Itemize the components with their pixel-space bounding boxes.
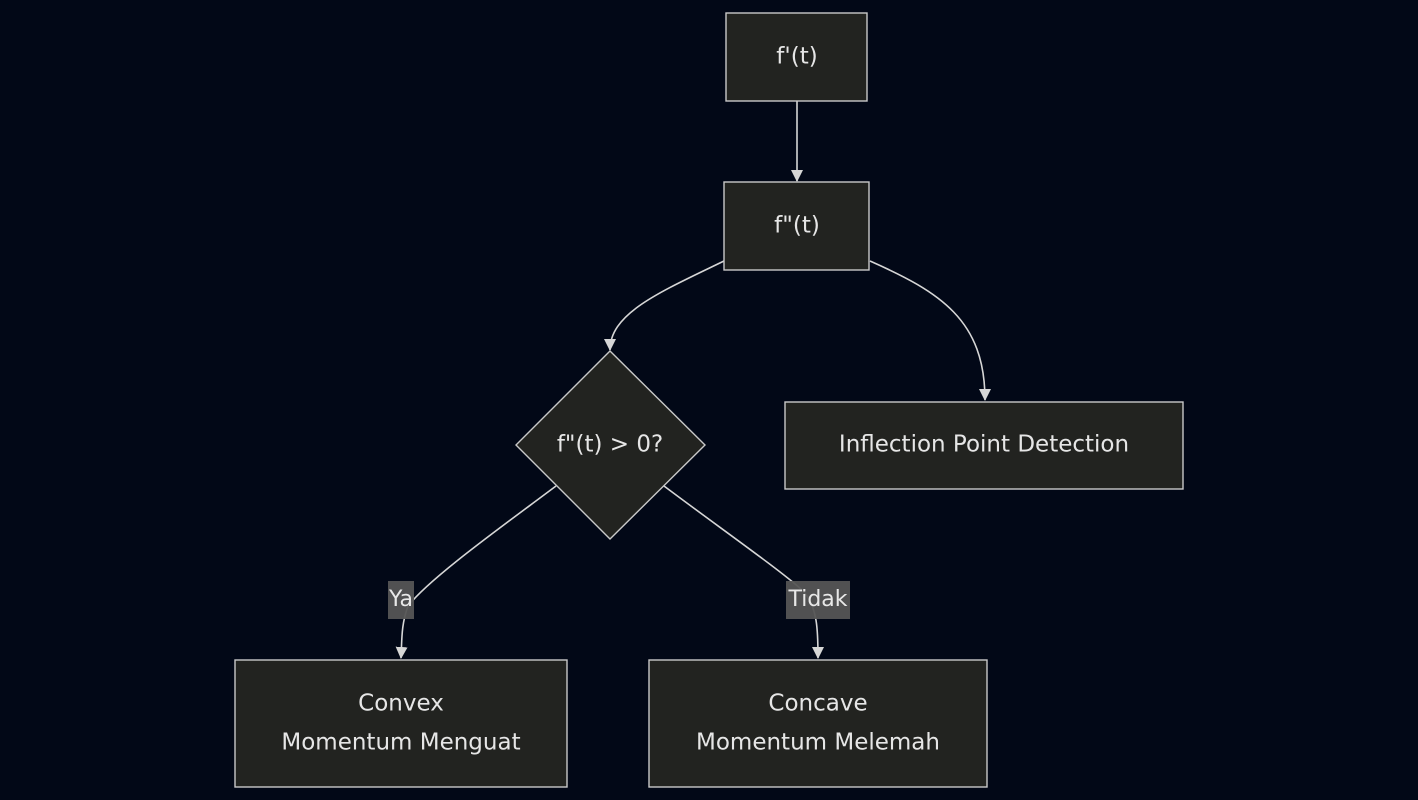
node-second-derivative-label: f"(t) [774, 213, 820, 239]
node-decision: f"(t) > 0? [515, 350, 706, 540]
edge-decision-to-convex [395, 485, 557, 659]
edge-label-yes: Ya [388, 581, 414, 619]
node-decision-label: f"(t) > 0? [557, 432, 663, 458]
node-second-derivative: f"(t) [723, 181, 870, 271]
node-convex-line2: Momentum Menguat [281, 730, 520, 756]
node-concave-line2: Momentum Melemah [696, 730, 940, 756]
node-concave: Concave Momentum Melemah [648, 659, 988, 788]
node-inflection: Inflection Point Detection [784, 401, 1184, 490]
node-convex-line1: Convex [358, 691, 444, 717]
edge-label-yes-text: Ya [388, 587, 413, 612]
edge-second-to-inflection [869, 260, 991, 401]
edge-label-no-text: Tidak [787, 587, 847, 612]
edge-decision-to-concave [663, 485, 824, 659]
edge-second-to-decision [604, 260, 725, 351]
node-convex: Convex Momentum Menguat [234, 659, 568, 788]
node-first-derivative: f'(t) [725, 12, 868, 102]
node-concave-line1: Concave [768, 691, 867, 717]
node-inflection-label: Inflection Point Detection [839, 432, 1129, 458]
node-first-derivative-label: f'(t) [776, 44, 817, 70]
edge-label-no: Tidak [786, 581, 850, 619]
